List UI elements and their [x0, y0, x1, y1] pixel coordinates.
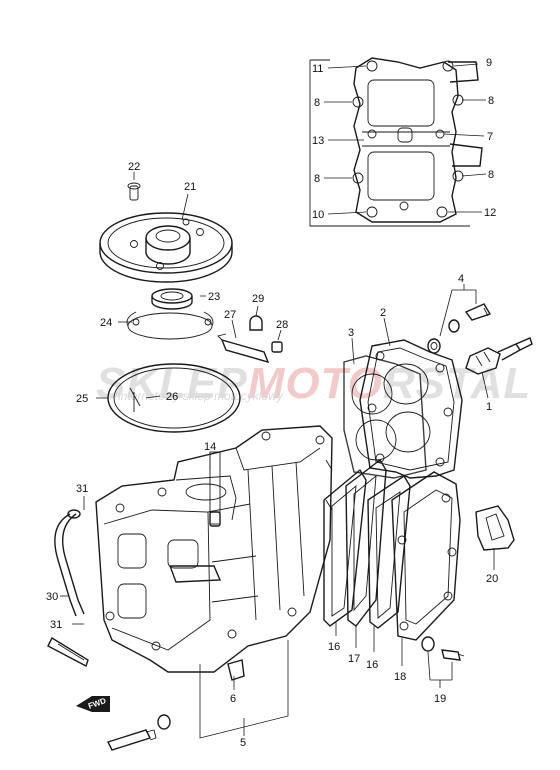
watermark-brand-3: RSTAL	[383, 359, 531, 408]
breather-hose	[54, 496, 85, 625]
cover-gaskets	[323, 458, 461, 666]
callout-24: 24	[100, 317, 112, 329]
callout-6: 6	[230, 693, 236, 705]
callout-7: 7	[487, 131, 493, 143]
callout-8-lower-right: 8	[488, 169, 494, 181]
callout-30: 30	[46, 591, 58, 603]
callout-1: 1	[486, 401, 492, 413]
head-bolts	[427, 284, 492, 354]
oil-seal-and-rings	[96, 288, 241, 433]
callout-8-upper-right: 8	[488, 95, 494, 107]
forward-arrow-marker: FWD	[76, 696, 110, 712]
exhaust-cover-inset	[309, 57, 487, 227]
callout-18: 18	[394, 671, 406, 683]
small-brackets	[217, 305, 283, 364]
cover-bolt	[421, 636, 465, 688]
callout-8-upper-left: 8	[314, 97, 320, 109]
callout-31-lower: 31	[50, 619, 62, 631]
crankcase	[95, 425, 333, 739]
callout-16-left: 16	[328, 641, 340, 653]
callout-9: 9	[486, 57, 492, 69]
callout-31-upper: 31	[76, 483, 88, 495]
watermark: SKLEPMOTORSTAL internetowy sklep motocyk…	[96, 359, 531, 408]
svg-text:SKLEPMOTORSTAL: SKLEPMOTORSTAL	[96, 359, 531, 408]
callout-21: 21	[184, 181, 196, 193]
bracket-plate	[475, 505, 515, 570]
callout-5: 5	[240, 737, 246, 749]
callout-3: 3	[348, 327, 354, 339]
callout-13: 13	[312, 135, 324, 147]
callout-26: 26	[166, 391, 178, 403]
callout-2: 2	[380, 307, 386, 319]
callout-23: 23	[208, 291, 220, 303]
callout-10: 10	[312, 209, 324, 221]
callout-25: 25	[76, 393, 88, 405]
callout-16-right: 16	[366, 659, 378, 671]
crankcase-bolts	[47, 637, 245, 751]
callout-4: 4	[458, 273, 464, 285]
callout-19: 19	[434, 693, 446, 705]
callout-17: 17	[348, 653, 360, 665]
callout-28: 28	[276, 319, 288, 331]
callout-22: 22	[128, 161, 140, 173]
callout-11: 11	[312, 63, 323, 75]
callout-labels: 1 2 3 4 5 6 7 8 8 8 8 9 10 11 12 13 14 1…	[46, 57, 498, 749]
spark-plug	[465, 337, 533, 399]
callout-12: 12	[484, 207, 496, 219]
cylinder-head	[343, 317, 463, 479]
callout-14: 14	[204, 441, 216, 453]
watermark-subtitle: internetowy sklep motocyklowy	[118, 389, 284, 403]
callout-8-lower-left: 8	[314, 173, 320, 185]
callout-27: 27	[224, 309, 236, 321]
stator-plate	[99, 172, 233, 283]
callout-29: 29	[252, 293, 264, 305]
callout-20: 20	[486, 573, 498, 585]
